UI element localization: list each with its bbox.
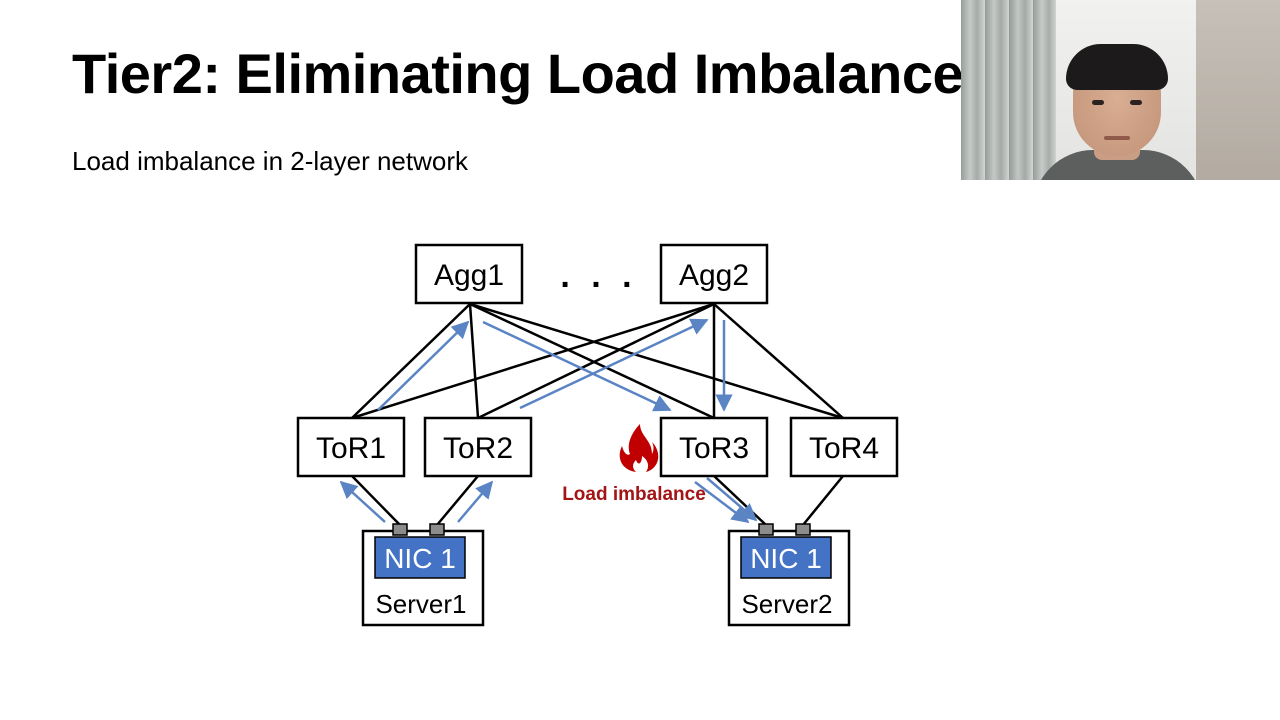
server1-nic-label: NIC 1	[384, 543, 456, 574]
tor2-label: ToR2	[443, 432, 513, 465]
link-tor3-server2	[713, 475, 767, 526]
tor1-label: ToR1	[316, 432, 386, 465]
link-tor1-server1	[351, 475, 401, 526]
flow-arrow-server1-tor1	[339, 480, 386, 523]
server1-port-1	[392, 523, 408, 536]
webcam-background-wall	[1196, 0, 1280, 180]
flow-arrow-tor1-agg1	[377, 320, 470, 411]
agg1-label: Agg1	[434, 259, 504, 292]
tor4-switch: ToR4	[789, 416, 899, 478]
server2-nic-label: NIC 1	[750, 543, 822, 574]
link-tor4-server2	[802, 475, 844, 526]
slide-subtitle: Load imbalance in 2-layer network	[72, 146, 468, 176]
tor2-switch: ToR2	[423, 416, 533, 478]
link-agg2-tor1	[351, 302, 715, 420]
server2-nic	[740, 536, 832, 579]
slide-title: Tier2: Eliminating Load Imbalance	[72, 42, 964, 105]
tor-server-links	[351, 475, 844, 526]
presenter-hair	[1066, 44, 1168, 90]
server2-port-2	[795, 523, 811, 536]
tor1-switch: ToR1	[296, 416, 406, 478]
server1-port-2	[429, 523, 445, 536]
agg2-switch: Agg2	[659, 243, 769, 305]
webcam-curtain	[961, 0, 1056, 180]
link-agg1-tor1	[351, 303, 471, 419]
server1-label: Server1	[375, 589, 466, 619]
agg2-label: Agg2	[679, 259, 749, 292]
tor4-label: ToR4	[809, 432, 879, 465]
server1: NIC 1 Server1	[361, 523, 485, 627]
presenter-webcam	[961, 0, 1280, 180]
link-agg2-tor2	[477, 302, 715, 420]
link-agg1-tor4	[469, 302, 844, 420]
server1-nic	[374, 536, 466, 579]
flow-arrows	[339, 318, 758, 524]
flow-arrow-agg1-tor3	[482, 320, 672, 412]
agg-ellipsis: . . .	[560, 257, 637, 295]
flow-arrow-tor3-server2-b	[706, 477, 758, 522]
server2-port-1	[758, 523, 774, 536]
tor3-label: ToR3	[679, 432, 749, 465]
flow-arrow-tor2-agg2	[519, 318, 709, 410]
presenter-eye-left	[1092, 100, 1104, 105]
link-tor2-server1	[436, 475, 479, 526]
tor3-switch: ToR3	[659, 416, 769, 478]
link-agg1-tor2	[468, 303, 480, 419]
link-agg1-tor3	[469, 302, 715, 420]
presenter-eye-right	[1130, 100, 1142, 105]
agg1-switch: Agg1	[414, 243, 524, 305]
server2-label: Server2	[741, 589, 832, 619]
link-agg2-tor4	[713, 303, 844, 419]
load-imbalance-label: Load imbalance	[562, 484, 706, 505]
presenter-mouth	[1104, 136, 1130, 140]
server2: NIC 1 Server2	[727, 523, 851, 627]
agg-tor-links	[351, 302, 844, 420]
flow-arrow-server1-tor2	[457, 480, 494, 523]
fire-icon	[619, 424, 659, 472]
